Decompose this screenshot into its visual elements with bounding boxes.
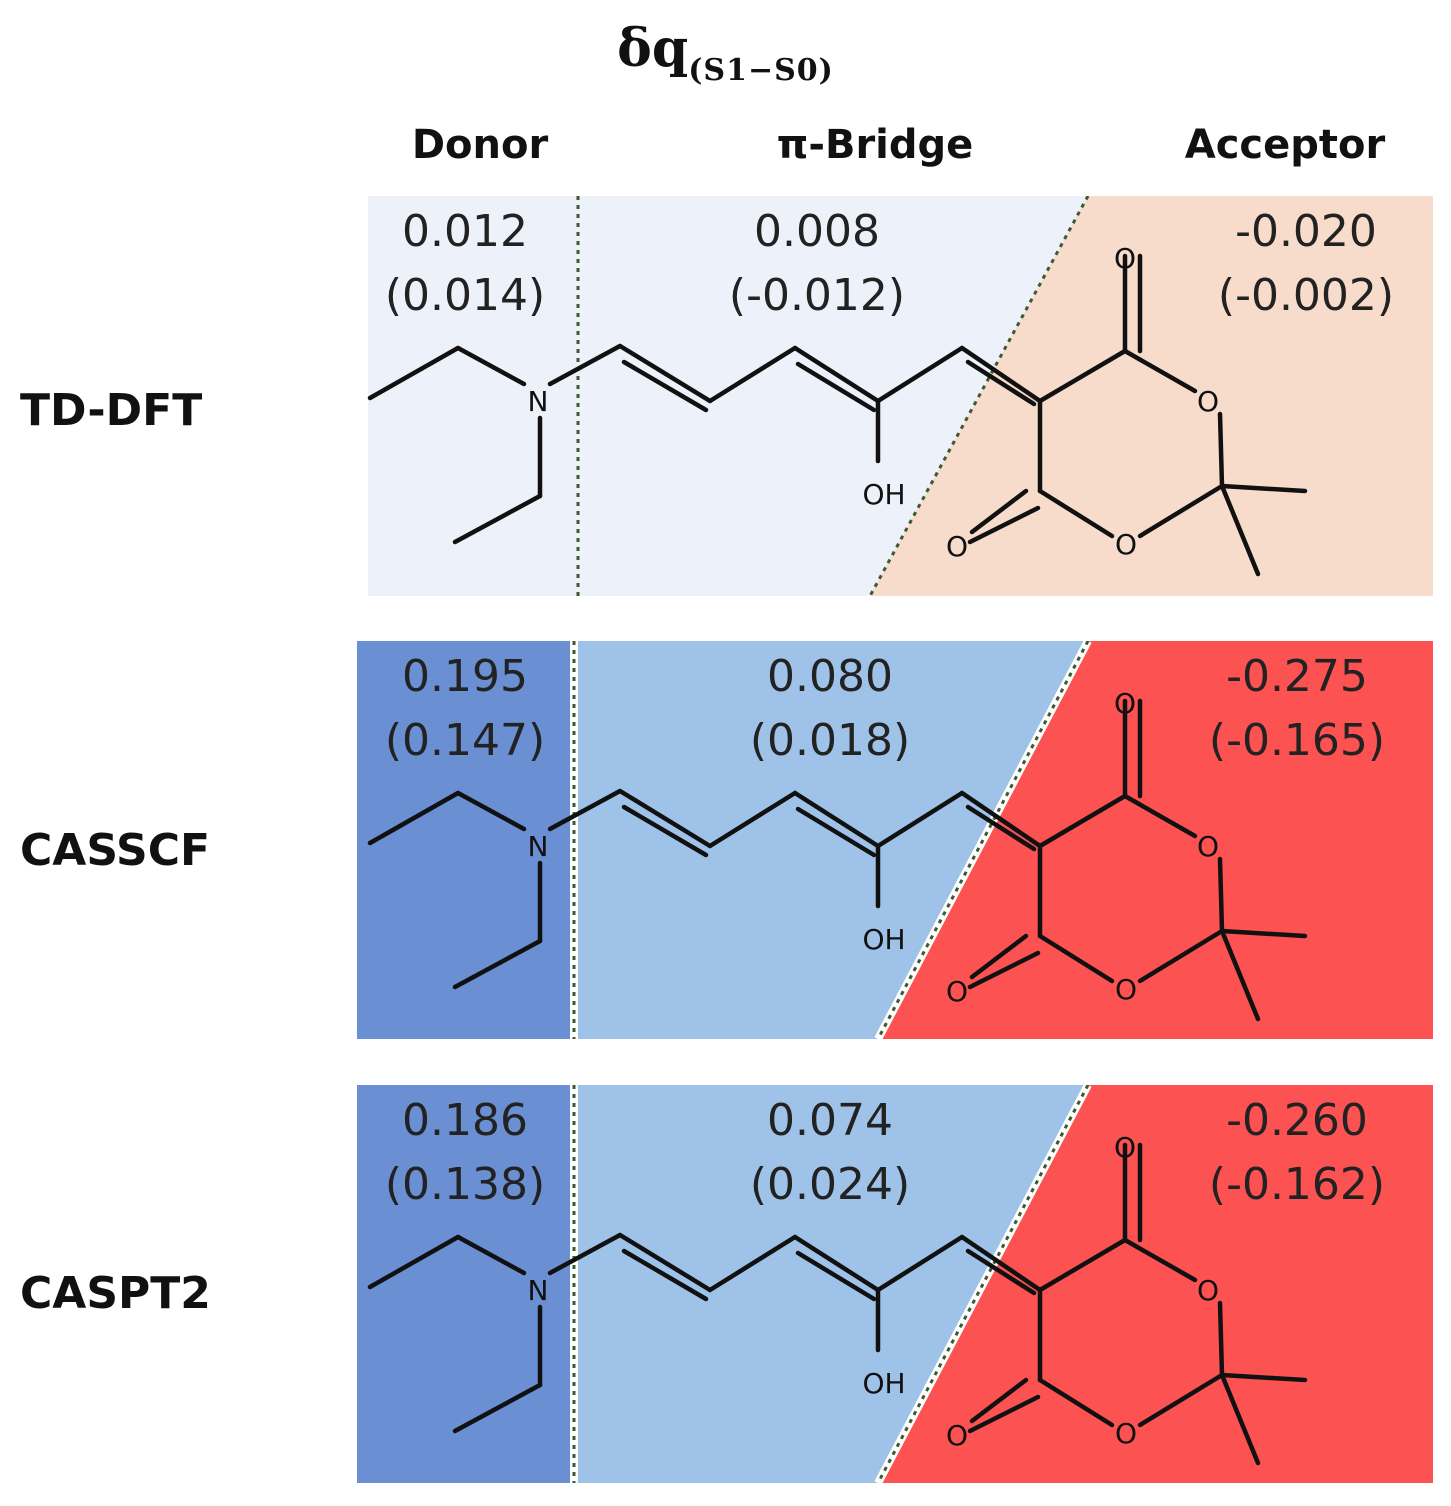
donor-region [357,641,574,1039]
column-header-donor: Donor [411,122,549,168]
bridge-acceptor-divider [876,641,1090,1040]
bridge-charge-value: 0.074 [767,1095,893,1146]
donor-charge-paren: (0.014) [384,270,546,321]
donor-charge-value: 0.186 [402,1095,528,1146]
carbonyl-oxygen-left: O [946,530,968,563]
nitrogen-atom: N [528,830,549,863]
acceptor-region [870,196,1433,596]
bridge-charge-value: 0.080 [767,651,893,702]
hydroxyl-group: OH [862,478,905,511]
acceptor-charge: -0.260 (-0.162) [1177,1089,1417,1217]
bridge-charge-value: 0.008 [754,206,880,257]
hydroxyl-group: OH [862,1367,905,1400]
bridge-charge-paren: (0.024) [749,1159,911,1210]
molecule-bonds [367,253,1308,577]
molecule-bonds [367,1142,1308,1466]
row-panel: N OH O O O O 0.012 (0.014) 0.008 (-0.012) -0.020 (-… [0,196,1451,596]
ring-oxygen-bottom: O [1115,973,1137,1006]
bridge-region [574,1085,1088,1483]
ring-oxygen-right: O [1197,1274,1219,1307]
molecule-diagram: N OH O O O O [367,196,1433,596]
bridge-region [578,196,1088,596]
acceptor-charge-value: -0.275 [1226,651,1368,702]
donor-charge: 0.012 (0.014) [345,200,585,328]
acceptor-charge: -0.020 (-0.002) [1186,200,1426,328]
column-header-bridge: π-Bridge [776,122,974,168]
row-panel: N OH O O O O 0.186 (0.138) 0.074 (0.024) -0.260 (-0… [0,1085,1451,1485]
bridge-charge: 0.074 (0.024) [710,1089,950,1217]
molecule-diagram: N OH O O O O [357,1085,1433,1485]
acceptor-charge-paren: (-0.162) [1208,1159,1386,1210]
bridge-acceptor-divider [876,1085,1090,1484]
ring-oxygen-right: O [1197,830,1219,863]
carbonyl-oxygen-top: O [1114,242,1136,275]
molecule-diagram: N OH O O O O [357,641,1433,1041]
ring-oxygen-bottom: O [1115,1417,1137,1450]
title-subscript: (S1−S0) [688,53,834,88]
donor-charge: 0.186 (0.138) [345,1089,585,1217]
acceptor-charge-value: -0.020 [1235,206,1377,257]
bridge-acceptor-divider [868,196,1090,596]
donor-charge-value: 0.195 [402,651,528,702]
method-label-casscf: CASSCF [20,825,211,876]
carbonyl-oxygen-top: O [1114,687,1136,720]
figure-title: δq(S1−S0) [0,18,1451,88]
hydroxyl-group: OH [862,923,905,956]
donor-region [368,196,578,596]
carbonyl-oxygen-left: O [946,1419,968,1452]
bridge-charge-paren: (0.018) [749,715,911,766]
method-label-caspt2: CASPT2 [20,1268,211,1319]
donor-region [357,1085,574,1483]
row-panel: N OH O O O O 0.195 (0.147) 0.080 (0.018) -0.275 (-0… [0,641,1451,1041]
column-header-acceptor: Acceptor [1184,122,1386,168]
nitrogen-atom: N [528,385,549,418]
carbonyl-oxygen-top: O [1114,1131,1136,1164]
donor-charge-value: 0.012 [402,206,528,257]
acceptor-charge-paren: (-0.165) [1208,715,1386,766]
bridge-region [574,641,1088,1039]
method-label-tddft: TD-DFT [20,385,203,436]
acceptor-charge-paren: (-0.002) [1217,270,1395,321]
molecule-bonds [367,698,1308,1022]
acceptor-region [878,1085,1433,1483]
acceptor-charge-value: -0.260 [1226,1095,1368,1146]
bridge-charge: 0.080 (0.018) [710,645,950,773]
bridge-charge: 0.008 (-0.012) [697,200,937,328]
donor-charge: 0.195 (0.147) [345,645,585,773]
donor-charge-paren: (0.138) [384,1159,546,1210]
bridge-charge-paren: (-0.012) [728,270,906,321]
donor-charge-paren: (0.147) [384,715,546,766]
carbonyl-oxygen-left: O [946,975,968,1008]
acceptor-charge: -0.275 (-0.165) [1177,645,1417,773]
ring-oxygen-bottom: O [1115,528,1137,561]
nitrogen-atom: N [528,1274,549,1307]
title-main: δq [617,18,689,79]
ring-oxygen-right: O [1197,385,1219,418]
acceptor-region [878,641,1433,1039]
